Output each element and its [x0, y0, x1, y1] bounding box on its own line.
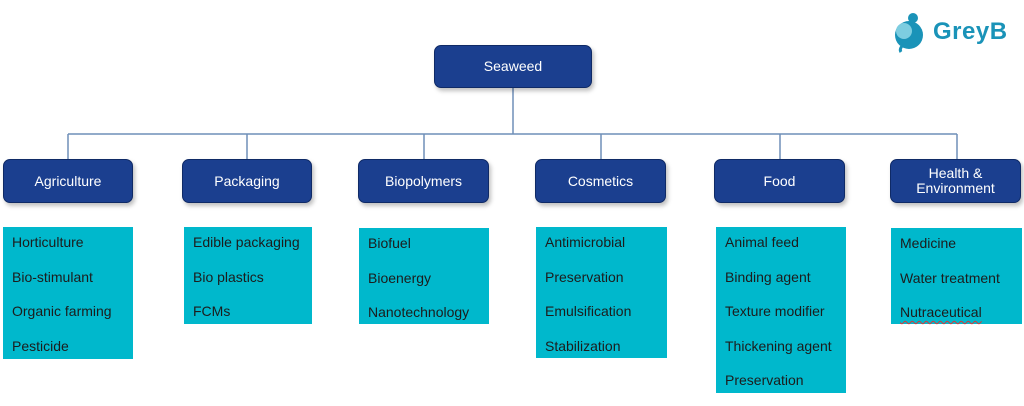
- list-item: Preservation: [545, 268, 624, 285]
- list-item: Edible packaging: [193, 234, 300, 250]
- list-item: Emulsification: [545, 303, 632, 319]
- list-agriculture: Horticulture Bio-stimulant Organic farmi…: [3, 227, 133, 359]
- list-cosmetics: Antimicrobial Preservation Emulsificatio…: [536, 227, 667, 358]
- category-node-agriculture: Agriculture: [3, 159, 133, 203]
- category-node-biopolymers: Biopolymers: [358, 159, 489, 203]
- list-item: Medicine: [900, 235, 957, 251]
- list-packaging: Edible packaging Bio plastics FCMs: [184, 227, 312, 324]
- root-node-seaweed: Seaweed: [434, 45, 592, 88]
- category-node-food: Food: [714, 159, 845, 203]
- list-item-text: Nutraceutical: [900, 304, 982, 320]
- list-item: Animal feed: [725, 234, 799, 250]
- list-item: Binding agent: [725, 268, 811, 285]
- category-label: Biopolymers: [384, 172, 463, 189]
- list-item: Nanotechnology: [368, 304, 470, 320]
- list-item: Pesticide: [12, 337, 69, 354]
- list-item: Biofuel: [368, 235, 411, 251]
- logo-text: GreyB: [933, 18, 1008, 45]
- list-item: Organic farming: [12, 303, 112, 319]
- category-label: Health & Environment: [916, 165, 995, 196]
- category-node-health-environment: Health & Environment: [890, 159, 1021, 203]
- category-label: Food: [763, 172, 796, 189]
- list-item: Horticulture: [12, 234, 84, 250]
- category-label: Packaging: [214, 172, 280, 189]
- category-node-packaging: Packaging: [182, 159, 312, 203]
- category-label: Cosmetics: [567, 172, 634, 189]
- list-item: Bio-stimulant: [12, 268, 93, 285]
- list-biopolymers: Biofuel Bioenergy Nanotechnology: [359, 228, 489, 324]
- list-item: Water treatment: [900, 269, 1000, 286]
- list-item: Texture modifier: [725, 303, 825, 319]
- list-item: Bio plastics: [193, 268, 264, 285]
- list-item: Bioenergy: [368, 269, 432, 286]
- list-health-environment: Medicine Water treatment Nutraceutical: [891, 228, 1022, 324]
- category-node-cosmetics: Cosmetics: [535, 159, 666, 203]
- list-item: Antimicrobial: [545, 234, 626, 250]
- list-item: Nutraceutical: [900, 301, 1014, 336]
- greyb-logo: GreyB: [893, 12, 1008, 53]
- category-label: Agriculture: [34, 172, 102, 189]
- list-item: Thickening agent: [725, 337, 832, 354]
- greyb-logo-icon: [895, 13, 923, 53]
- list-item: FCMs: [193, 303, 231, 319]
- list-item: Preservation: [725, 372, 804, 388]
- list-item: Stabilization: [545, 337, 621, 354]
- root-label: Seaweed: [483, 58, 543, 75]
- list-food: Animal feed Binding agent Texture modifi…: [716, 227, 846, 393]
